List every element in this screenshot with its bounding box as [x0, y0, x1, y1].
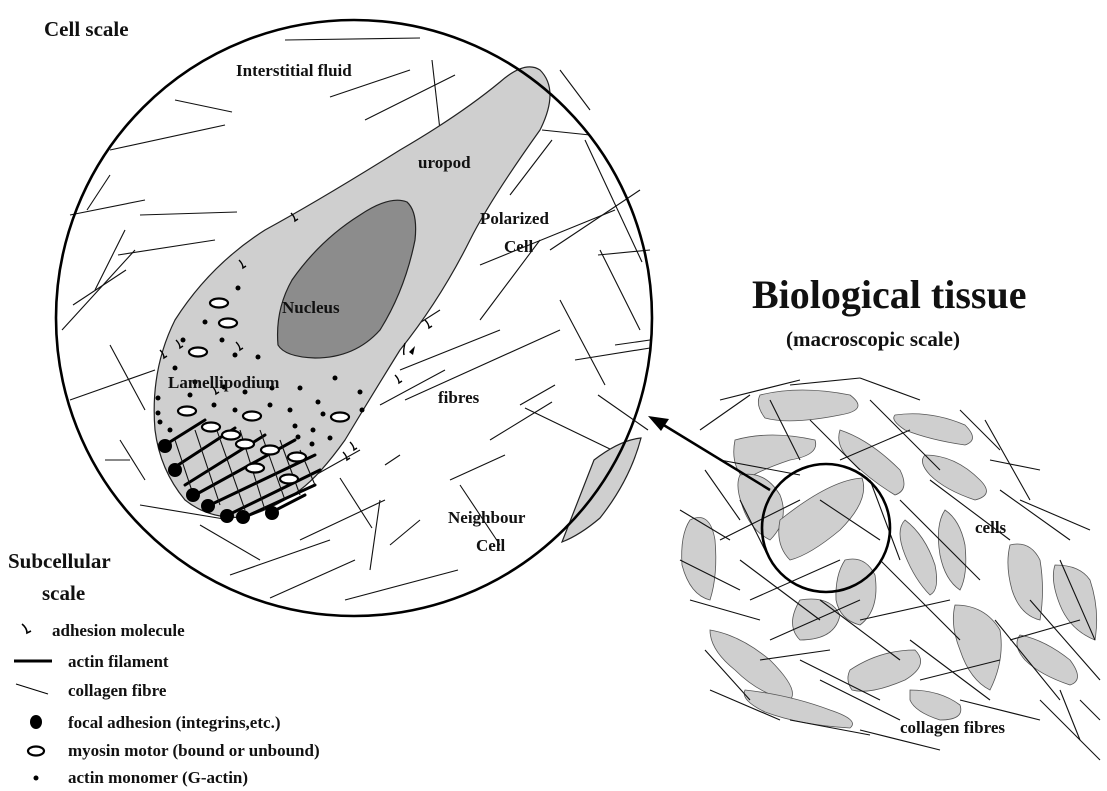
tissue-view: cells collagen fibres: [648, 378, 1100, 760]
cell-scale-title: Cell scale: [44, 17, 129, 41]
tissue-cells: [682, 390, 1097, 728]
focal-adhesion-dot: [201, 499, 215, 513]
arrowhead-small-icon: [409, 346, 415, 355]
focal-adhesion-dot: [158, 439, 172, 453]
subcellular-scale-title-line1: Subcellular: [8, 549, 111, 573]
polarized-cell-label-line1: Polarized: [480, 209, 549, 228]
focal-adhesion-dot: [168, 463, 182, 477]
legend-label-actin-filament: actin filament: [68, 652, 169, 671]
adhesion-molecule-icon: [22, 624, 31, 633]
fibres-label: fibres: [438, 388, 480, 407]
myosin-motor: [280, 475, 298, 484]
myosin-motor: [189, 348, 207, 357]
myosin-motor: [202, 423, 220, 432]
myosin-motor: [246, 464, 264, 473]
polarized-cell-label-line2: Cell: [504, 237, 534, 256]
adhesion-molecule: [404, 343, 405, 355]
cells-label: cells: [975, 518, 1007, 537]
cell-scale-view: Interstitial fluid uropod Polarized Cell…: [56, 20, 652, 616]
uropod-label: uropod: [418, 153, 471, 172]
legend-label-myosin-motor: myosin motor (bound or unbound): [68, 741, 320, 760]
subcellular-scale-title-line2: scale: [42, 581, 85, 605]
myosin-motor: [288, 453, 306, 462]
myosin-motor: [178, 407, 196, 416]
adhesion-molecule: [425, 320, 432, 328]
legend-label-actin-monomer: actin monomer (G-actin): [68, 768, 248, 787]
focal-adhesion-dot: [220, 509, 234, 523]
myosin-motor-icon: [28, 747, 44, 756]
legend-label-focal-adhesion: focal adhesion (integrins,etc.): [68, 713, 280, 732]
focal-adhesion-dot: [236, 510, 250, 524]
legend-label-collagen-fibre: collagen fibre: [68, 681, 167, 700]
focal-adhesion-dot: [265, 506, 279, 520]
interstitial-fluid-label: Interstitial fluid: [236, 61, 352, 80]
myosin-motor: [331, 413, 349, 422]
focal-adhesion-icon: [30, 715, 42, 729]
myosin-motor: [219, 319, 237, 328]
neighbour-cell: [562, 438, 641, 542]
collagen-fibre-icon: [16, 684, 48, 694]
myosin-motor: [210, 299, 228, 308]
legend: Subcellular scale adhesion molecule acti…: [8, 549, 320, 787]
myosin-motor: [222, 431, 240, 440]
lamellipodium-label: Lamellipodium: [168, 373, 279, 392]
legend-label-adhesion-molecule: adhesion molecule: [52, 621, 185, 640]
collagen-fibres-label: collagen fibres: [900, 718, 1005, 737]
biological-tissue-title: Biological tissue: [752, 272, 1026, 317]
myosin-motor: [261, 446, 279, 455]
neighbour-cell-label-line1: Neighbour: [448, 508, 526, 527]
adhesion-molecule: [350, 442, 357, 450]
myosin-motor: [243, 412, 261, 421]
adhesion-molecule: [395, 375, 402, 383]
myosin-motor: [236, 440, 254, 449]
actin-monomer-icon: [34, 776, 39, 781]
nucleus-label: Nucleus: [282, 298, 340, 317]
neighbour-cell-label-line2: Cell: [476, 536, 506, 555]
focal-adhesion-dot: [186, 488, 200, 502]
zoom-arrowhead-icon: [648, 416, 669, 431]
macroscopic-scale-subtitle: (macroscopic scale): [786, 327, 960, 351]
